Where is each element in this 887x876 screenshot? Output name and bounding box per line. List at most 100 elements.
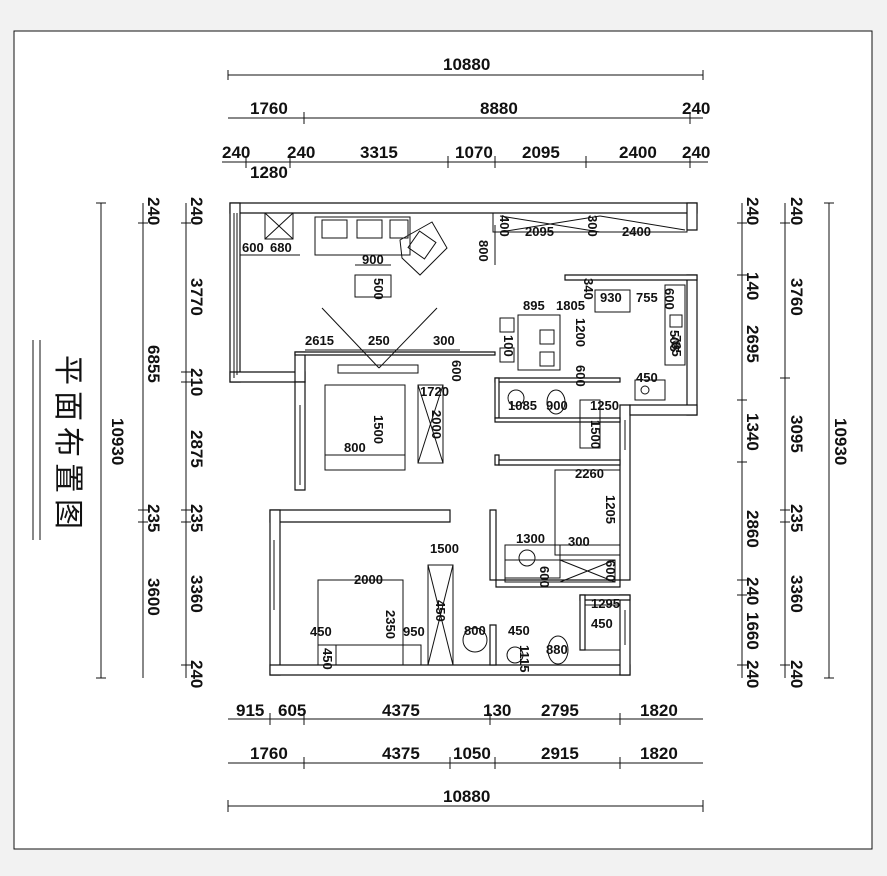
lbl-895: 1805 [556,298,585,313]
left-dim-3600: 3600 [144,578,163,616]
lbl-2400-top: 2400 [622,224,651,239]
lbl-300-tv: 600 [449,360,464,382]
top-dim-8880: 8880 [480,99,518,118]
left-dim-240-c: 240 [187,660,206,688]
drawing-title: 平面布置图 [51,355,84,535]
bot-dim-605: 605 [278,701,306,720]
bot-overall-dim: 10880 [443,787,490,806]
lbl-600-entry: 600 [242,240,264,255]
lbl-250: 300 [433,333,455,348]
lbl-340-kitchen: 340 [581,278,596,300]
right-dim-235: 235 [787,504,806,532]
left-dim-6855: 6855 [144,345,163,383]
lbl-600-kitchen: 600 [662,288,677,310]
lbl-100: 600 [573,365,588,387]
lbl-1500-master: 2000 [354,572,383,587]
right-dim-240-d: 240 [743,577,762,605]
lbl-450-nightstand-l: 450 [320,648,335,670]
left-dim-235-b: 235 [187,504,206,532]
lbl-1295: 450 [591,616,613,631]
bot-dim-2795: 2795 [541,701,579,720]
bot-dim-130: 130 [483,701,511,720]
lbl-900-bath: 1250 [590,398,619,413]
lbl-1115: 880 [546,642,568,657]
right-dim-1340: 1340 [743,413,762,451]
lbl-600-counter: 505 [667,330,682,352]
lbl-2000-master: 2350 [383,610,398,639]
lbl-2615: 250 [368,333,390,348]
left-dim-240-a: 240 [144,197,163,225]
lbl-1085: 900 [546,398,568,413]
right-dim-1660: 1660 [743,612,762,650]
top-dim-2400: 2400 [619,143,657,162]
right-dim-240-e: 240 [743,660,762,688]
left-dim-3770: 3770 [187,278,206,316]
lbl-400-top: 400 [497,215,512,237]
lbl-1500-bed2: 2260 [575,466,604,481]
lbl-800-mbath: 450 [508,623,530,638]
lbl-2260: 1205 [603,495,618,524]
right-dim-2695: 2695 [743,325,762,363]
lbl-1805: 1200 [573,318,588,347]
top-dim-2095: 2095 [522,143,560,162]
lbl-755: 755 [636,290,658,305]
right-dim-240-a: 240 [787,197,806,225]
lbl-2095-top: 2095 [525,224,554,239]
top-dim-240-a: 240 [222,143,250,162]
lbl-765: 450 [636,370,658,385]
left-dimension-lines [96,202,191,679]
lbl-300-top: 300 [585,215,600,237]
lbl-600-desk: 600 [603,560,618,582]
interior-labels: 600 680 900 500 800 400 2095 300 2400 34… [242,215,684,673]
lbl-2000-bed1: 1500 [371,415,386,444]
lbl-600-master: 1500 [430,541,459,556]
lbl-1300: 300 [568,534,590,549]
furniture [240,212,688,666]
lbl-1250: 1500 [588,420,603,449]
lbl-930: 930 [600,290,622,305]
left-dim-235-a: 235 [144,504,163,532]
top-dim-1760: 1760 [250,99,288,118]
left-dim-240-b: 240 [187,197,206,225]
top-dim-240-r: 240 [682,99,710,118]
top-dim-240-b: 240 [287,143,315,162]
lbl-1200: 100 [501,335,516,357]
lbl-450-tv: 2615 [305,333,334,348]
bot-dim-1820-b: 1820 [640,744,678,763]
lbl-800-sofa: 800 [476,240,491,262]
top-overall-dim: 10880 [443,55,490,74]
right-dim-3760: 3760 [787,278,806,316]
top-dim-3315: 3315 [360,143,398,162]
lbl-900-table: 900 [362,252,384,267]
lbl-680: 680 [270,240,292,255]
lbl-300-desk: 600 [537,566,552,588]
left-dim-3360: 3360 [187,575,206,613]
top-dim-240-c: 240 [682,143,710,162]
top-dimension-lines [222,70,708,168]
right-dim-2860: 2860 [743,510,762,548]
top-dim-1280: 1280 [250,163,288,182]
lbl-1720: 2000 [429,410,444,439]
lbl-1205: 1300 [516,531,545,546]
left-dim-2875: 2875 [187,430,206,468]
right-dimension-lines [737,202,834,679]
lbl-2350: 450 [433,600,448,622]
lbl-450-mbath: 1115 [517,645,532,673]
bot-dim-1820-a: 1820 [640,701,678,720]
lbl-800-bath: 1085 [508,398,537,413]
left-overall-dim: 10930 [108,418,127,465]
left-dim-210: 210 [187,368,206,396]
lbl-950: 800 [464,623,486,638]
lbl-450-master-r: 950 [403,624,425,639]
right-dim-140: 140 [743,272,762,300]
bot-dim-1050: 1050 [453,744,491,763]
lbl-600-dining: 895 [523,298,545,313]
bot-dim-4375-b: 4375 [382,744,420,763]
bot-dim-915: 915 [236,701,264,720]
lbl-1500-bed1: 800 [344,440,366,455]
lbl-880: 1295 [591,596,620,611]
lbl-450-master-l: 450 [310,624,332,639]
top-dim-1070: 1070 [455,143,493,162]
bot-dim-2915: 2915 [541,744,579,763]
